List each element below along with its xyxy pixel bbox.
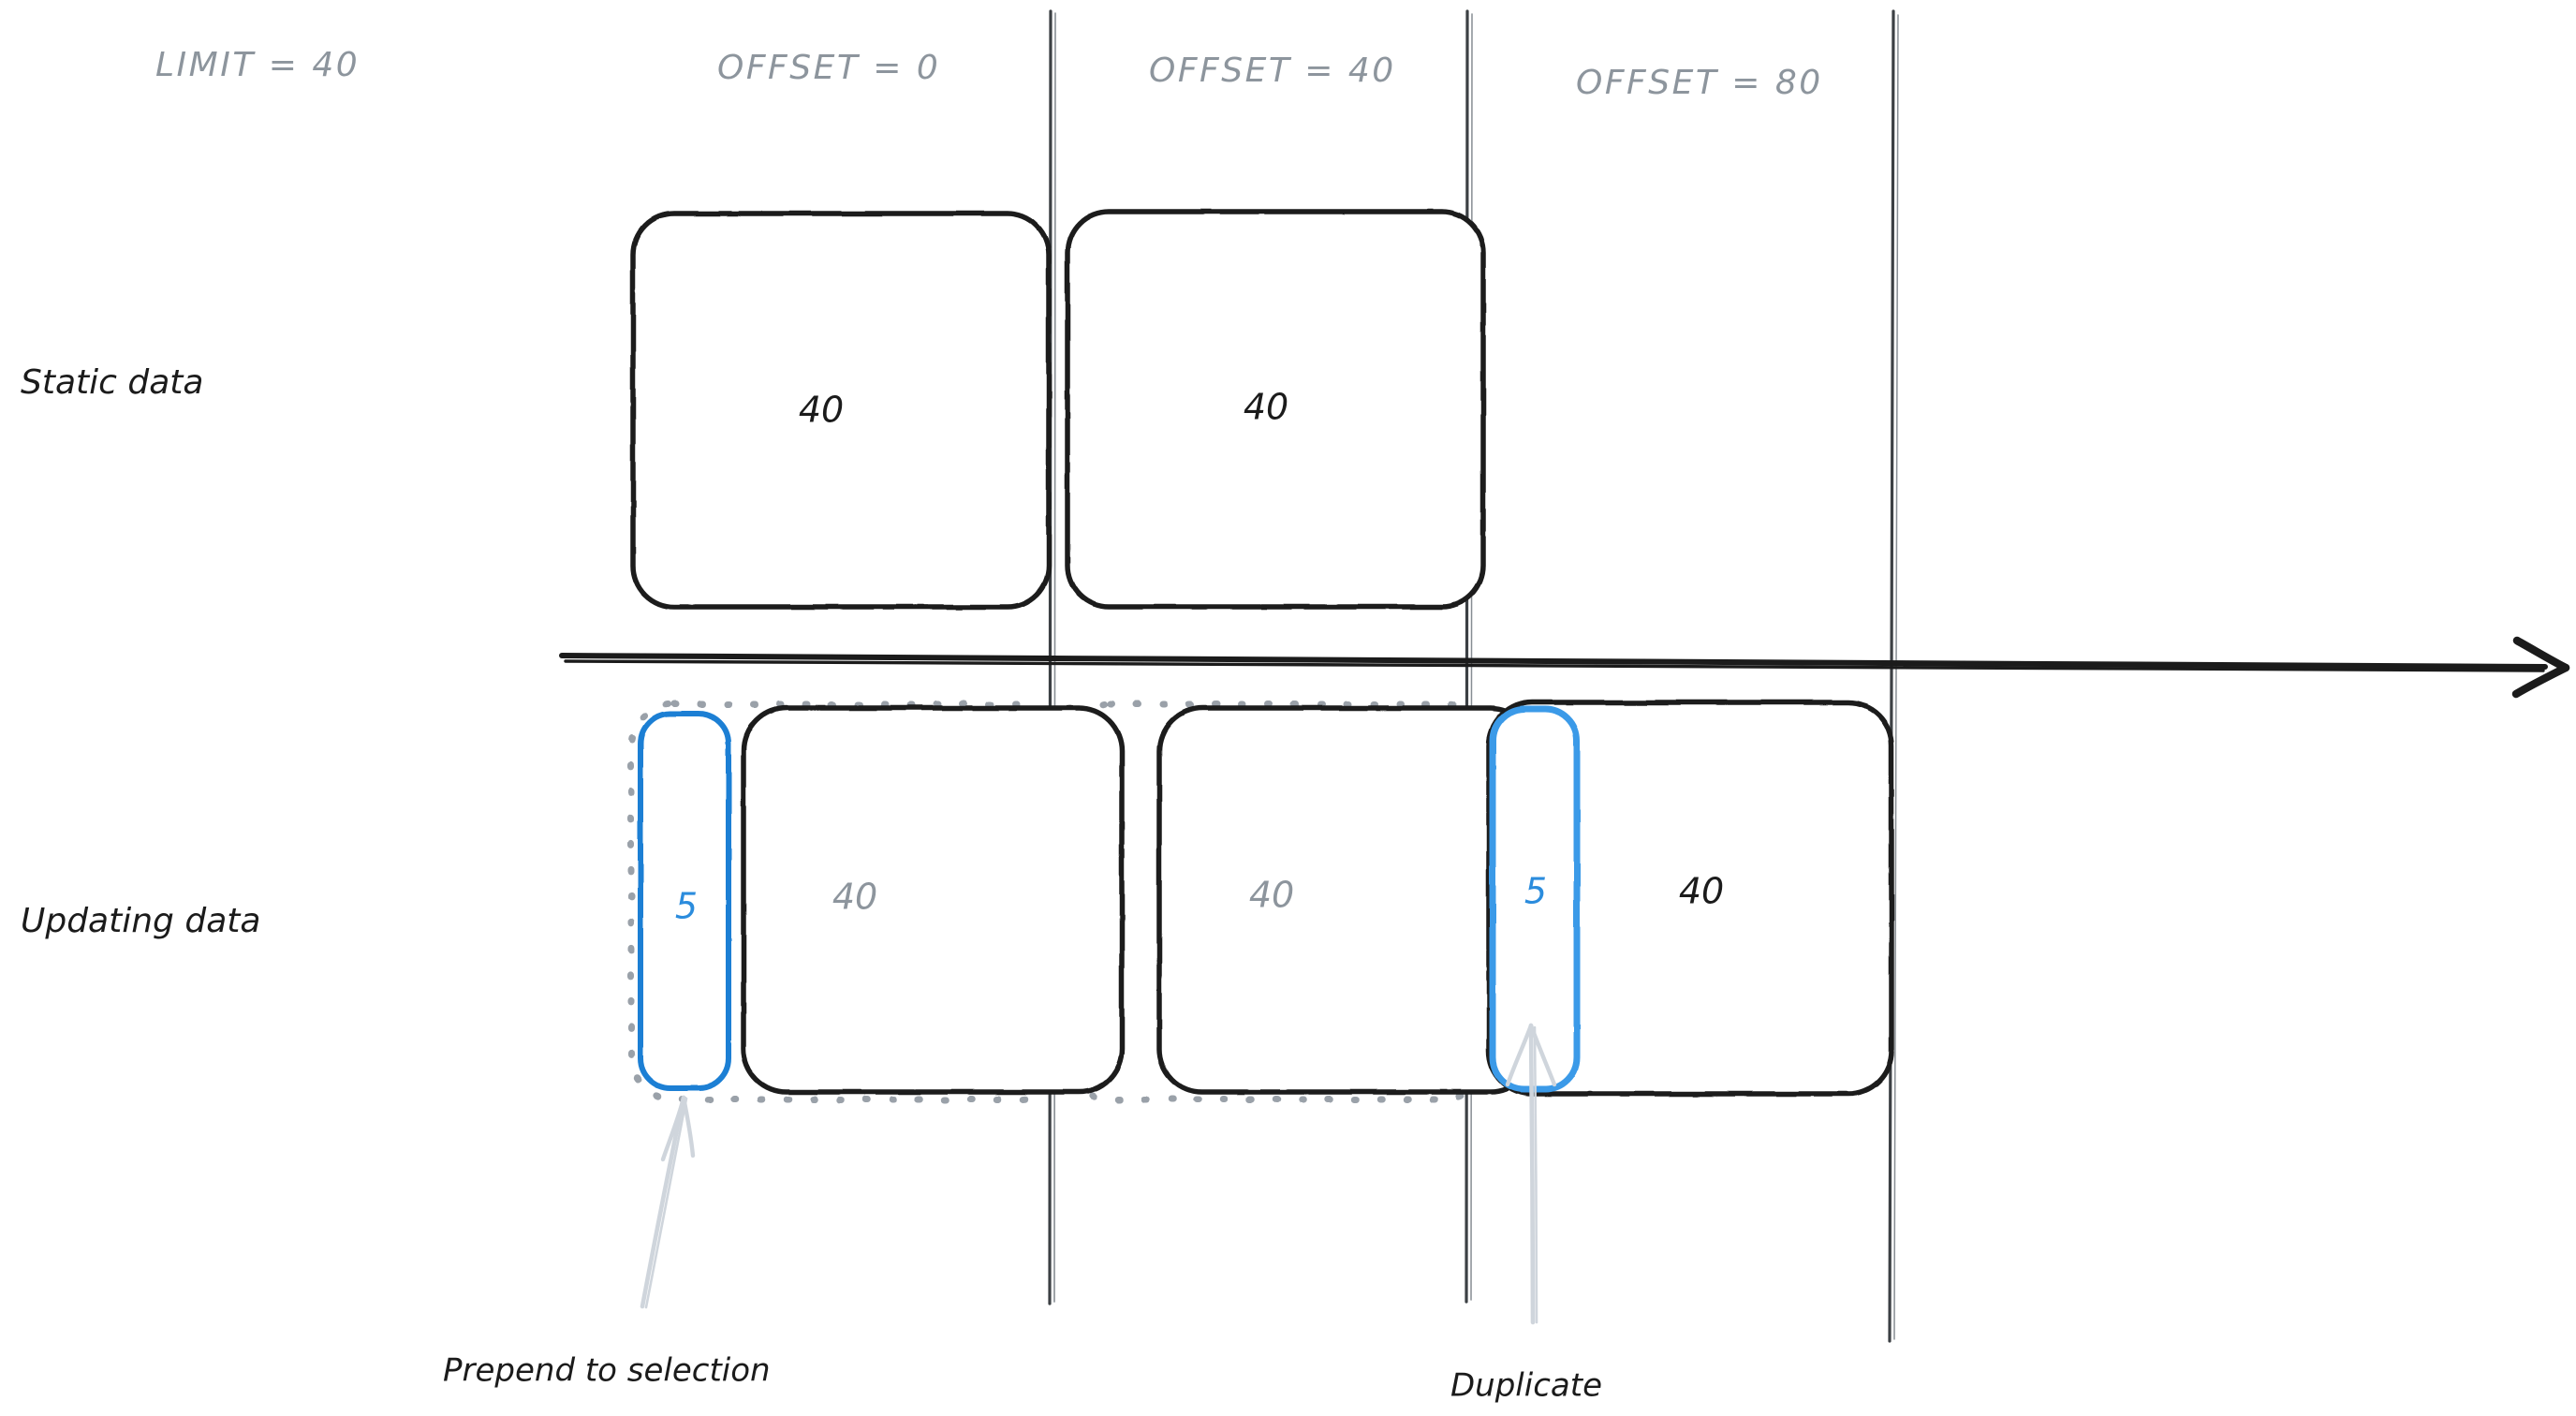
row-label-static: Static data: [21, 363, 203, 402]
static-page-value-1: 40: [799, 390, 844, 431]
offset-label-0: OFFSET = 0: [717, 49, 940, 87]
prepend-sliver-value-1: 5: [675, 886, 698, 927]
prepend-callout-arrow: [640, 1095, 696, 1309]
updating-page-box-1[interactable]: [741, 705, 1125, 1095]
offset-label-1: OFFSET = 40: [1149, 52, 1396, 90]
row-label-updating: Updating data: [21, 902, 260, 940]
static-page-box-1[interactable]: [630, 211, 1609, 610]
duplicate-callout-arrow: [1505, 1023, 1557, 1325]
offset-label-2: OFFSET = 80: [1576, 64, 1823, 102]
limit-label: LIMIT = 40: [155, 46, 360, 84]
updating-page-value-1: 40: [832, 877, 877, 918]
updating-page-box-3[interactable]: [1486, 700, 1894, 1097]
annotation-duplicate-label: Duplicate: [1450, 1367, 1602, 1405]
static-page-value-2: 40: [1244, 387, 1288, 428]
prepend-sliver-box-1[interactable]: [638, 711, 731, 1091]
updating-page-value-3: 40: [1679, 871, 1724, 912]
updating-page-value-2: 40: [1249, 875, 1294, 916]
static-page-box-2[interactable]: [1065, 209, 1486, 610]
annotation-prepend-label: Prepend to selection: [443, 1352, 771, 1390]
duplicate-sliver-value-2: 5: [1524, 871, 1547, 912]
